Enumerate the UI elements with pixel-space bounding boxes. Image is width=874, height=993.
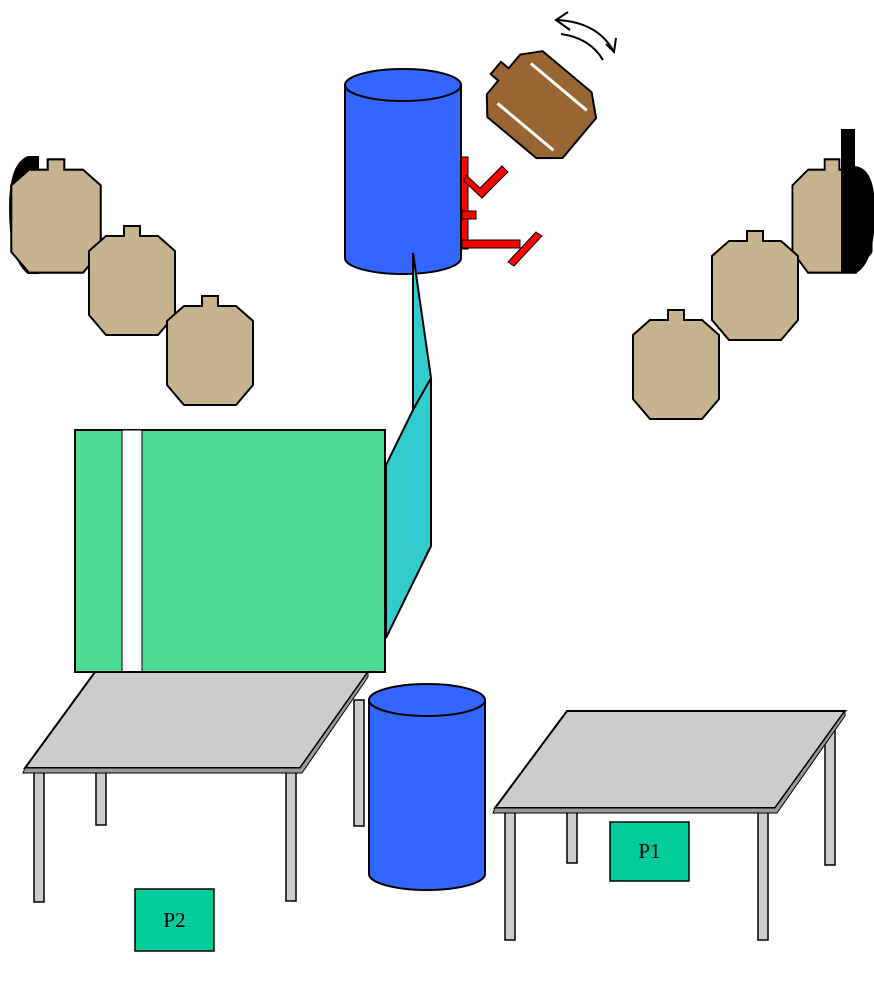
barrel-upper: [344, 68, 462, 275]
position-marker-p1: P1: [609, 821, 690, 882]
swinger-mechanism: [459, 156, 543, 267]
barrel-lower: [368, 683, 486, 891]
paper-target-right-1: [791, 129, 874, 274]
swinging-target: [467, 34, 608, 173]
paper-target-left-3: [166, 295, 254, 406]
paper-target-left-2: [88, 225, 176, 336]
paper-target-left-1: [8, 156, 102, 274]
wall-green: [74, 429, 386, 673]
position-marker-p2: P2: [134, 888, 215, 952]
paper-target-right-3: [632, 309, 720, 420]
table-right: [492, 709, 847, 941]
position-label-p2: P2: [163, 908, 185, 932]
position-label-p1: P1: [638, 839, 660, 863]
table-left: [22, 670, 370, 903]
paper-target-right-2: [711, 230, 799, 341]
rotation-arrow-icon: [554, 11, 617, 61]
wall-teal: [385, 252, 432, 639]
